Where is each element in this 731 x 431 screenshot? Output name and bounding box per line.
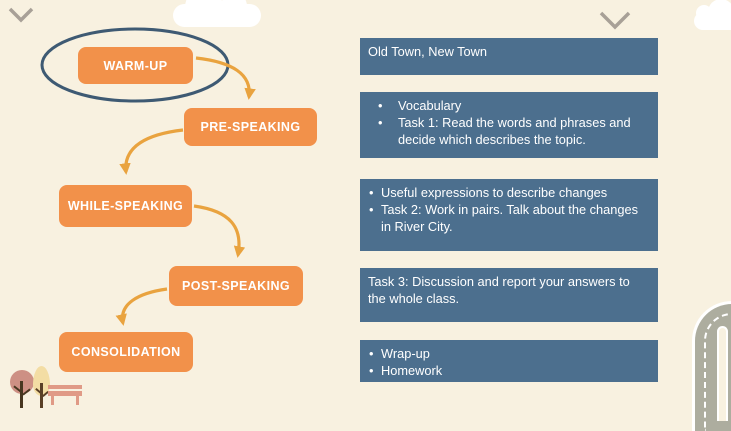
stage-label: WARM-UP bbox=[103, 58, 168, 73]
stage-label: POST-SPEAKING bbox=[182, 279, 290, 293]
panel-line: Wrap-up bbox=[368, 345, 650, 362]
chevron-down-icon bbox=[599, 11, 631, 30]
cloud-icon bbox=[173, 0, 261, 27]
road-median bbox=[717, 326, 728, 421]
bench-icon bbox=[76, 396, 79, 405]
panel-while-speaking-content: Useful expressions to describe changes T… bbox=[360, 179, 658, 251]
panel-line: Task 1: Read the words and phrases and d… bbox=[368, 114, 650, 148]
panel-line: Task 2: Work in pairs. Talk about the ch… bbox=[368, 201, 650, 235]
panel-consolidation-content: Wrap-up Homework bbox=[360, 340, 658, 382]
arrow-prespeaking-to-whilespeaking bbox=[119, 128, 184, 175]
stage-pre-speaking: PRE-SPEAKING bbox=[184, 108, 317, 146]
panel-line: Useful expressions to describe changes bbox=[368, 184, 650, 201]
stage-warm-up: WARM-UP bbox=[78, 47, 193, 84]
stage-label: WHILE-SPEAKING bbox=[67, 199, 184, 213]
stage-label: PRE-SPEAKING bbox=[200, 120, 301, 134]
bench-icon bbox=[51, 396, 54, 405]
chevron-down-icon bbox=[8, 7, 34, 23]
tree-trunk bbox=[40, 383, 43, 408]
tree-trunk bbox=[20, 381, 23, 408]
bench-icon bbox=[48, 391, 82, 396]
stage-label: CONSOLIDATION bbox=[71, 345, 181, 359]
stage-post-speaking: POST-SPEAKING bbox=[169, 266, 303, 306]
panel-pre-speaking-content: Vocabulary Task 1: Read the words and ph… bbox=[360, 92, 658, 158]
stage-while-speaking: WHILE-SPEAKING bbox=[59, 185, 192, 227]
bench-icon bbox=[48, 385, 82, 389]
panel-post-speaking-content: Task 3: Discussion and report your answe… bbox=[360, 268, 658, 322]
panel-line: Old Town, New Town bbox=[368, 44, 488, 59]
panel-line: Task 3: Discussion and report your answe… bbox=[368, 274, 630, 307]
panel-line: Homework bbox=[368, 362, 650, 379]
slide-canvas: { "slide": { "background_color": "#f8f1e… bbox=[0, 0, 731, 410]
cloud-icon bbox=[694, 0, 731, 30]
panel-warm-up-content: Old Town, New Town bbox=[360, 38, 658, 75]
arrow-warmup-to-prespeaking bbox=[195, 56, 256, 100]
stage-consolidation: CONSOLIDATION bbox=[59, 332, 193, 372]
arrow-postspeaking-to-consolidation bbox=[115, 287, 168, 326]
arrow-whilespeaking-to-postspeaking bbox=[193, 204, 246, 258]
panel-line: Vocabulary bbox=[368, 97, 650, 114]
